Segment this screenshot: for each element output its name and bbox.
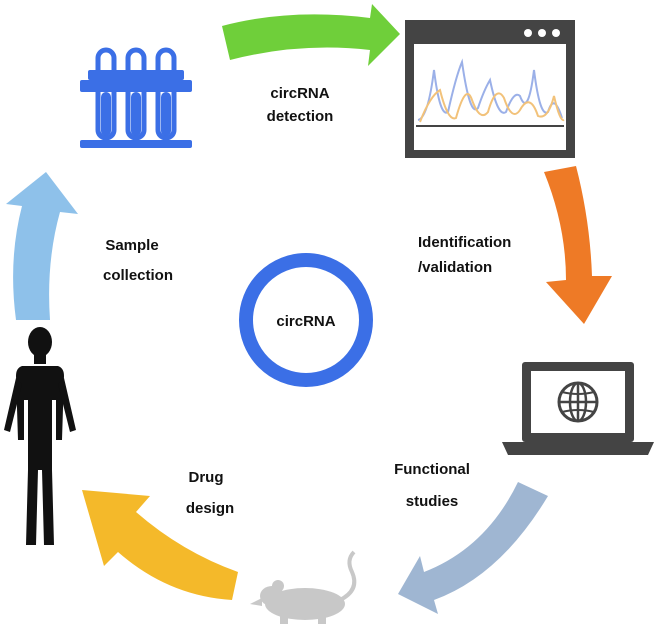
- arrow-functional: [398, 482, 548, 614]
- arrow-sample: [6, 172, 78, 320]
- svg-text:circRNA: circRNA: [270, 85, 329, 102]
- arrow-identification: [544, 166, 612, 324]
- svg-text:Sample: Sample: [105, 237, 158, 254]
- svg-text:Identification: Identification: [418, 234, 511, 251]
- svg-text:Drug: Drug: [189, 469, 224, 486]
- arrow-drug: [82, 490, 238, 600]
- center-circle: circRNA: [239, 253, 373, 387]
- label-identification: Identification /validation: [418, 234, 511, 276]
- arrow-detection: [222, 4, 400, 66]
- label-drug: Drug design: [186, 469, 234, 517]
- svg-text:/validation: /validation: [418, 259, 492, 276]
- svg-text:Functional: Functional: [394, 461, 470, 478]
- chromatogram-monitor-icon: [405, 20, 575, 158]
- test-tubes-icon: [80, 47, 192, 148]
- label-detection: circRNA detection: [267, 85, 334, 125]
- svg-text:studies: studies: [406, 493, 459, 510]
- mouse-icon: [250, 550, 357, 624]
- human-figure-icon: [4, 327, 76, 545]
- svg-text:detection: detection: [267, 108, 334, 125]
- svg-text:collection: collection: [103, 267, 173, 284]
- laptop-globe-icon: [502, 362, 654, 455]
- center-label: circRNA: [276, 313, 335, 330]
- label-sample: Sample collection: [103, 237, 173, 284]
- svg-text:design: design: [186, 500, 234, 517]
- label-functional: Functional studies: [394, 461, 470, 510]
